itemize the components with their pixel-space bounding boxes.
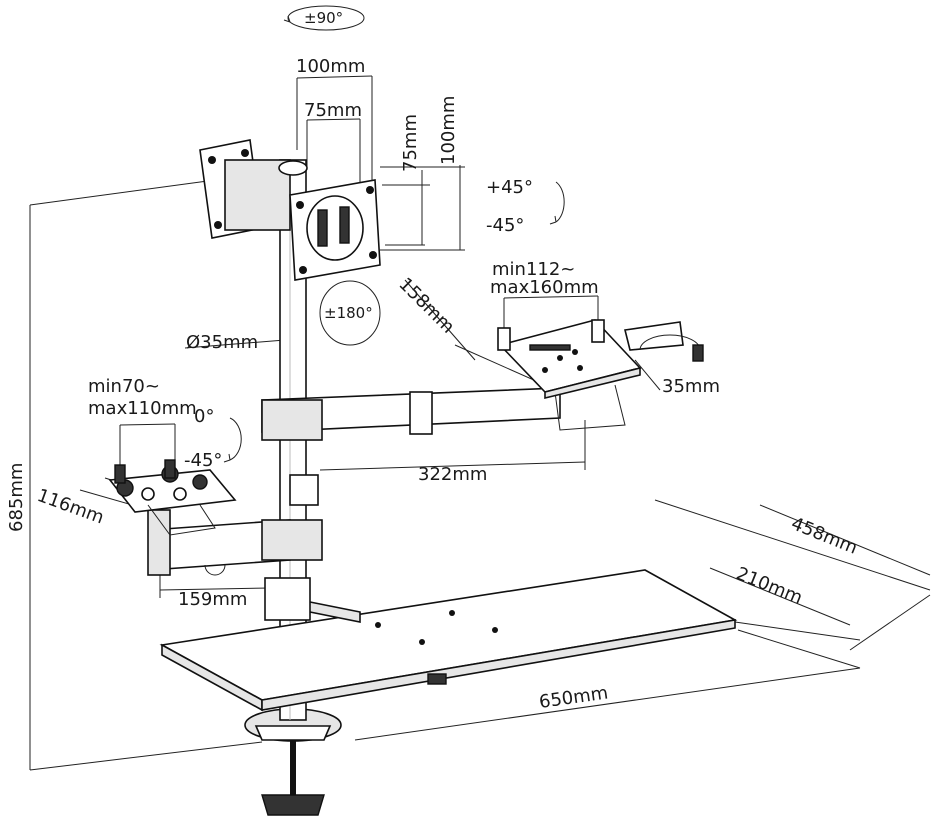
tilt-arrow-icon: [555, 181, 565, 223]
keyboard-tray: [159, 569, 738, 712]
height-100-label: 100mm: [438, 96, 459, 165]
tilt-zero-label: 0°: [194, 406, 214, 427]
arm-322-label: 322mm: [418, 464, 487, 485]
rotate-180-arrow-icon: [319, 280, 381, 346]
tilt-plus-label: +45°: [486, 177, 533, 198]
depth-210-label: 210mm: [733, 563, 805, 608]
dimension-lines: [29, 75, 931, 771]
arm-tilt-arrow-icon: [229, 417, 242, 461]
tablet-range-max-label: max110mm: [88, 398, 197, 419]
tilt-minus-label: -45°: [486, 215, 524, 236]
rotation-arrows: [223, 5, 565, 463]
arm-159-label: 159mm: [178, 589, 247, 610]
tablet-arm: [108, 459, 323, 576]
dimension-labels: ±90° 100mm 75mm 75mm 100mm +45° -45° ±18…: [6, 9, 860, 713]
pole-diameter-label: Ø35mm: [186, 332, 258, 353]
laptop-range-min-label: min112~: [492, 259, 575, 280]
width-100-label: 100mm: [296, 56, 365, 77]
tilt-minus-45-label: -45°: [184, 450, 222, 471]
laptop-range-max-label: max160mm: [490, 277, 599, 298]
rotate-90-label: ±90°: [304, 9, 343, 27]
width-75-label: 75mm: [304, 100, 362, 121]
rotate-90-arrow-icon: [287, 5, 365, 31]
depth-116-label: 116mm: [34, 485, 106, 528]
desk-clamp: [244, 708, 342, 816]
height-685-label: 685mm: [6, 463, 27, 532]
depth-458-label: 458mm: [788, 513, 860, 558]
monitor-mount: [199, 139, 381, 281]
width-35-label: 35mm: [662, 376, 720, 397]
laptop-arm: [261, 319, 704, 506]
depth-158-label: 158mm: [394, 274, 458, 338]
height-75-label: 75mm: [400, 114, 421, 172]
tablet-range-min-label: min70~: [88, 376, 160, 397]
rotate-180-label: ±180°: [324, 304, 373, 322]
